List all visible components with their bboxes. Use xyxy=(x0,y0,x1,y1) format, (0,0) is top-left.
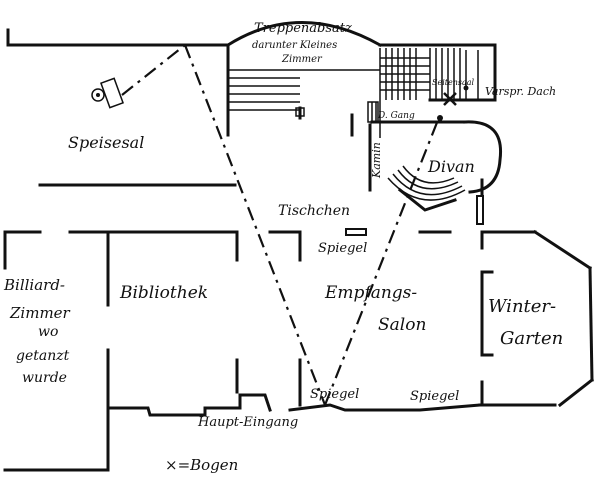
label-divan: Divan xyxy=(427,157,475,176)
room-labels: Treppenabsatz darunter Kleines Zimmer Sp… xyxy=(3,21,563,474)
label-winter-1: Winter- xyxy=(488,296,556,317)
label-winter-2: Garten xyxy=(500,328,563,349)
label-gang: D. Gang xyxy=(377,111,415,121)
divan-bay xyxy=(368,85,503,212)
label-kleines-zimmer-1: darunter Kleines xyxy=(252,40,337,51)
label-tischchen: Tischchen xyxy=(278,203,350,219)
bogen-marker xyxy=(443,92,457,106)
legend-bogen: ×=Bogen xyxy=(165,456,238,474)
label-spiegel-bottom-right: Spiegel xyxy=(410,389,459,404)
label-vorspr-dach: Varspr. Dach xyxy=(485,85,556,98)
sightlines xyxy=(121,44,440,406)
label-empfangs-1: Empfangs- xyxy=(324,283,417,303)
label-spiegel-bottom-left: Spiegel xyxy=(310,387,359,402)
label-kamin: Kamin xyxy=(370,142,383,179)
outer-walls xyxy=(3,28,595,472)
label-kleines-zimmer-2: Zimmer xyxy=(281,54,323,65)
furniture xyxy=(91,77,367,236)
label-bibliothek: Bibliothek xyxy=(119,283,208,303)
label-spiegel-top: Spiegel xyxy=(318,241,367,256)
label-billiard-2: Zimmer xyxy=(9,304,71,322)
label-billiard-1: Billiard- xyxy=(3,276,65,294)
label-treppenabsatz: Treppenabsatz xyxy=(254,21,352,36)
label-seitensaal: Seitensaal xyxy=(432,78,475,87)
label-empfangs-2: Salon xyxy=(378,315,426,335)
label-billiard-5: wurde xyxy=(22,370,67,386)
label-billiard-3: wo xyxy=(38,324,58,340)
label-speisesal: Speisesal xyxy=(68,133,144,152)
label-billiard-4: getanzt xyxy=(16,348,70,364)
label-haupt-eingang: Haupt-Eingang xyxy=(197,415,298,430)
speisesal-lamp xyxy=(91,77,124,109)
